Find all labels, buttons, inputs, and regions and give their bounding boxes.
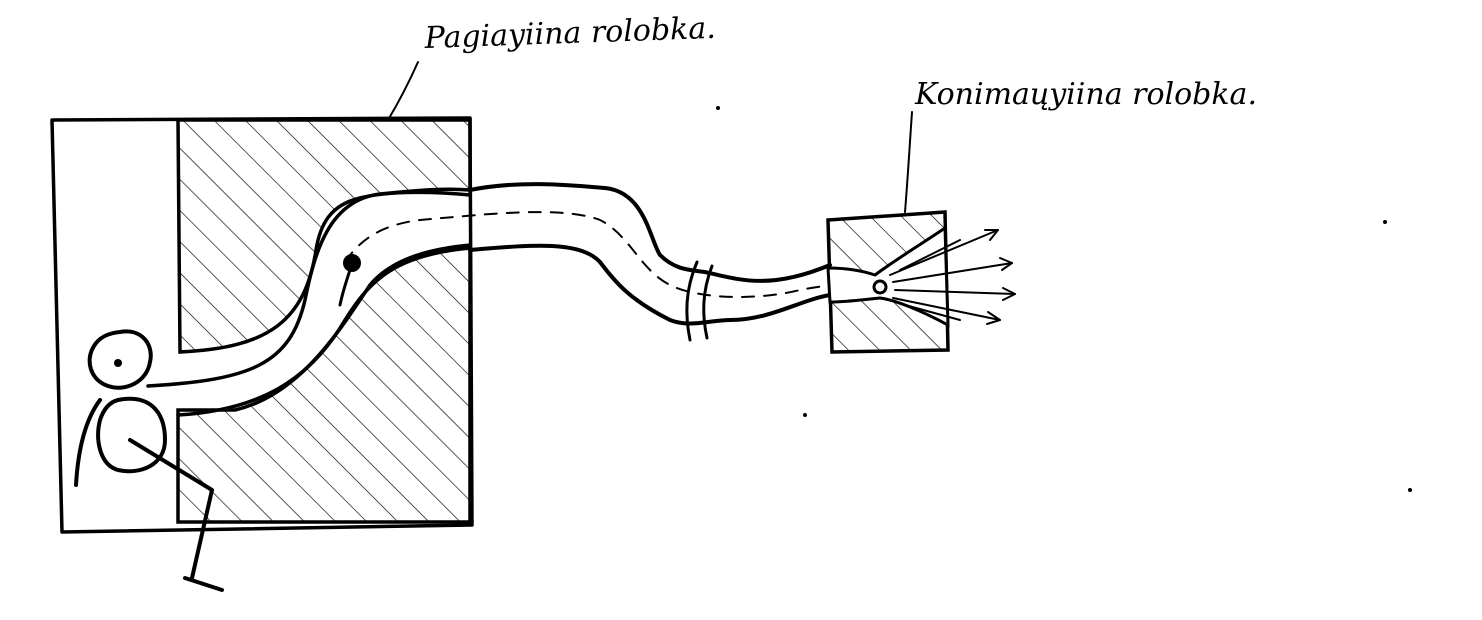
source-channel-lower <box>176 246 472 417</box>
beam-arrow-2 <box>892 262 1013 283</box>
beam-arrow-3-head <box>1002 287 1016 301</box>
person-body <box>96 396 167 474</box>
beam-arrow-4-head <box>986 311 1001 325</box>
radiation-head-leader <box>387 61 419 121</box>
radiation-beam <box>889 229 1016 325</box>
collimation-head-leader <box>904 111 913 213</box>
beam-arrow-2-head <box>999 257 1013 271</box>
beam-ray-6 <box>904 304 961 321</box>
beam-arrow-1-head <box>984 229 999 241</box>
collimated-source <box>872 279 888 295</box>
person-foot <box>183 576 224 592</box>
source-path <box>344 211 881 298</box>
ink-dot-2 <box>803 413 807 417</box>
beam-ray-5 <box>899 239 961 271</box>
guide-tube-upper <box>468 182 832 283</box>
person-eye <box>114 359 122 367</box>
ink-dot-4 <box>1408 488 1412 492</box>
radiation-head-block <box>176 118 472 354</box>
beam-arrow-4 <box>892 297 1001 321</box>
tube-coupling-ring-1 <box>685 260 699 342</box>
source-channel-upper <box>146 187 472 388</box>
collimation-head-label: Konimaųyiina rolobka. <box>914 77 1257 112</box>
person-leg <box>128 438 214 580</box>
source-pellet <box>343 254 361 272</box>
radiation-head-label: Pagiayiina rolobka. <box>423 11 716 56</box>
beam-arrow-3 <box>894 289 1016 295</box>
person-figure <box>74 329 224 592</box>
source-wire <box>338 268 352 307</box>
guide-tube-lower <box>468 243 832 326</box>
ink-dot-3 <box>1383 220 1387 224</box>
ink-dot-1 <box>716 106 720 110</box>
person-arm <box>74 398 102 487</box>
collimator-aperture <box>826 225 950 328</box>
beam-arrow-1 <box>889 229 999 276</box>
tube-coupling-ring-2 <box>702 264 714 340</box>
person-head <box>87 329 153 390</box>
